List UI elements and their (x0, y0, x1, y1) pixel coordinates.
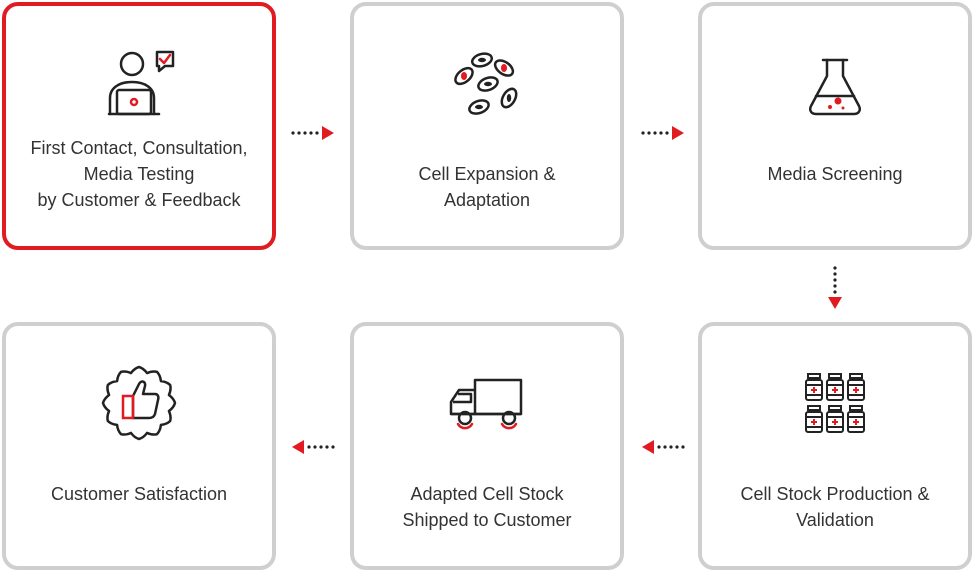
step-label-line: Adapted Cell Stock (410, 484, 564, 504)
arrow-left-connector (642, 440, 685, 454)
step-card-shipped: Adapted Cell Stock Shipped to Customer (350, 322, 624, 570)
step-label-line: Adaptation (443, 190, 531, 210)
step-label-line: by Customer & Feedback (37, 190, 241, 210)
step-card-customer-satisfaction: Customer Satisfaction (2, 322, 276, 570)
truck-icon (354, 366, 620, 441)
step-label: Customer Satisfaction (14, 481, 264, 507)
cells-icon (354, 46, 620, 121)
step-label-line: Media Screening (767, 164, 903, 184)
step-label: First Contact, Consultation, Media Testi… (14, 135, 264, 213)
consultant-laptop-icon (6, 46, 272, 121)
step-label-line: Shipped to Customer (402, 510, 572, 530)
step-card-cell-expansion: Cell Expansion & Adaptation (350, 2, 624, 250)
step-label-line: First Contact, Consultation, (30, 138, 248, 158)
step-label: Media Screening (710, 161, 960, 187)
vials-icon (702, 366, 968, 441)
step-label: Cell Expansion & Adaptation (362, 161, 612, 213)
step-label-line: Cell Stock Production & (740, 484, 930, 504)
step-label-line: Media Testing (83, 164, 195, 184)
arrow-right-connector (291, 126, 334, 140)
step-label-line: Customer Satisfaction (50, 484, 228, 504)
step-label: Cell Stock Production & Validation (710, 481, 960, 533)
arrow-right-connector (641, 126, 684, 140)
step-card-cell-stock-production: Cell Stock Production & Validation (698, 322, 972, 570)
step-card-media-screening: Media Screening (698, 2, 972, 250)
step-label-line: Validation (796, 510, 874, 530)
flask-icon (702, 46, 968, 121)
step-label-line: Cell Expansion & (418, 164, 556, 184)
arrow-down-connector (828, 266, 842, 309)
step-label: Adapted Cell Stock Shipped to Customer (362, 481, 612, 533)
thumbs-up-badge-icon (6, 365, 272, 441)
step-card-first-contact: First Contact, Consultation, Media Testi… (2, 2, 276, 250)
arrow-left-connector (292, 440, 335, 454)
